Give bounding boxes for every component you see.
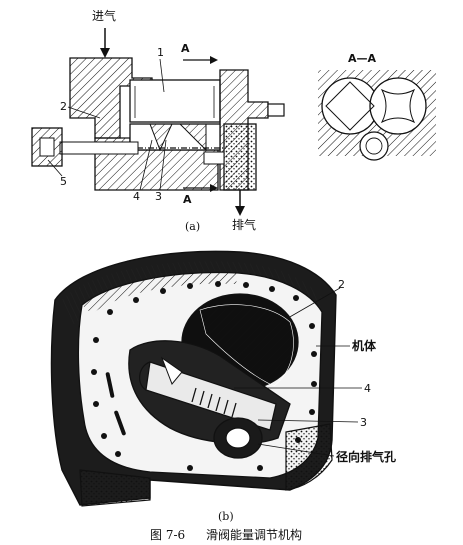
bolt-hole	[309, 409, 315, 415]
leader-b-2	[287, 287, 341, 319]
female-rotor-lobes	[380, 88, 416, 124]
bolt-hole	[269, 286, 275, 292]
caption-number: 图 7-6	[150, 528, 185, 542]
label-inlet: 进气	[92, 8, 116, 23]
part-number-4: 4	[133, 190, 140, 203]
part-number-b-3: 3	[360, 416, 367, 429]
panel-label-b: (b)	[218, 510, 234, 523]
bolt-hole	[93, 401, 99, 407]
cylinder-piston	[39, 137, 55, 157]
slot	[114, 410, 126, 436]
groove	[223, 399, 229, 415]
flange-casting-rim	[82, 272, 238, 314]
slide-valve-edge	[139, 361, 151, 391]
outlet-port	[203, 151, 225, 165]
groove	[231, 402, 237, 418]
leader-5	[47, 159, 63, 177]
section-arrow-bottom	[210, 184, 218, 192]
rotor	[129, 79, 221, 123]
figure-b-cutaway: 2 机体 4 3 径向排气孔 (b)	[50, 250, 396, 523]
groove	[207, 393, 213, 409]
slide-valve-bore	[359, 131, 389, 161]
bolt-hole	[311, 381, 317, 387]
part-number-5: 5	[60, 175, 67, 188]
slot	[105, 372, 115, 398]
bolt-hole	[160, 288, 166, 294]
leader-1	[159, 58, 165, 93]
label-body: 机体	[352, 338, 377, 353]
groove	[215, 396, 221, 412]
bolt-hole	[187, 465, 193, 471]
section-view-title: A—A	[348, 52, 377, 65]
bolt-hole	[187, 283, 193, 289]
bolt-hole	[215, 281, 221, 287]
bolt-hole	[311, 351, 317, 357]
bolt-hole	[91, 369, 97, 375]
label-outlet: 排气	[232, 217, 256, 232]
slide-valve-tip	[160, 356, 183, 385]
flange-slots	[105, 372, 126, 436]
outlet-arrow-head	[235, 206, 245, 216]
bolt-hole	[115, 451, 121, 457]
rod-tube	[59, 141, 139, 155]
bolt-hole	[257, 465, 263, 471]
slide-valve-wedge	[178, 123, 207, 152]
rotor-surface	[199, 304, 294, 387]
groove	[191, 387, 197, 403]
caption-title: 滑阀能量调节机构	[206, 527, 302, 542]
figure-caption: 图 7-6 滑阀能量调节机构	[150, 527, 302, 542]
male-rotor-lobes	[325, 81, 375, 131]
bolt-holes	[91, 281, 317, 471]
outlet-packing	[223, 123, 257, 191]
lower-casting-right	[285, 423, 333, 491]
bolt-hole	[107, 309, 113, 315]
part-number-b-2: 2	[338, 278, 345, 291]
section-marker-top: A	[181, 42, 190, 55]
slide-valve-grooves	[191, 387, 237, 418]
section-a-a-view: A—A	[318, 52, 436, 161]
bolt-hole	[293, 295, 299, 301]
leader-radial-port	[257, 443, 335, 457]
bolt-hole	[93, 337, 99, 343]
leader-2	[67, 106, 101, 119]
bolt-hole	[243, 282, 249, 288]
slide-valve-core	[365, 137, 383, 155]
leader-b-3	[257, 419, 359, 423]
lower-casting-left	[79, 469, 151, 507]
inlet-arrow-head	[100, 48, 110, 58]
bolt-hole	[101, 433, 107, 439]
panel-label-a: (a)	[185, 220, 200, 233]
bolt-hole	[133, 297, 139, 303]
shaft	[267, 103, 285, 117]
figure-a-cutaway: 进气 A A 排气	[31, 8, 285, 233]
label-radial-port: 径向排气孔	[336, 449, 396, 464]
slide-valve-wedge	[149, 123, 173, 152]
part-number-1: 1	[157, 46, 164, 59]
radial-port-inner	[225, 427, 251, 449]
part-number-3: 3	[155, 190, 162, 203]
part-number-b-4: 4	[364, 382, 371, 395]
section-arrow-top	[210, 56, 218, 64]
leader-4	[139, 139, 153, 191]
section-marker-bottom: A	[183, 193, 192, 206]
leader-3	[159, 139, 167, 191]
inlet-casing	[69, 57, 153, 139]
part-number-2: 2	[60, 100, 67, 113]
female-rotor-bore	[369, 77, 427, 135]
bolt-hole	[309, 323, 315, 329]
groove	[199, 390, 205, 406]
